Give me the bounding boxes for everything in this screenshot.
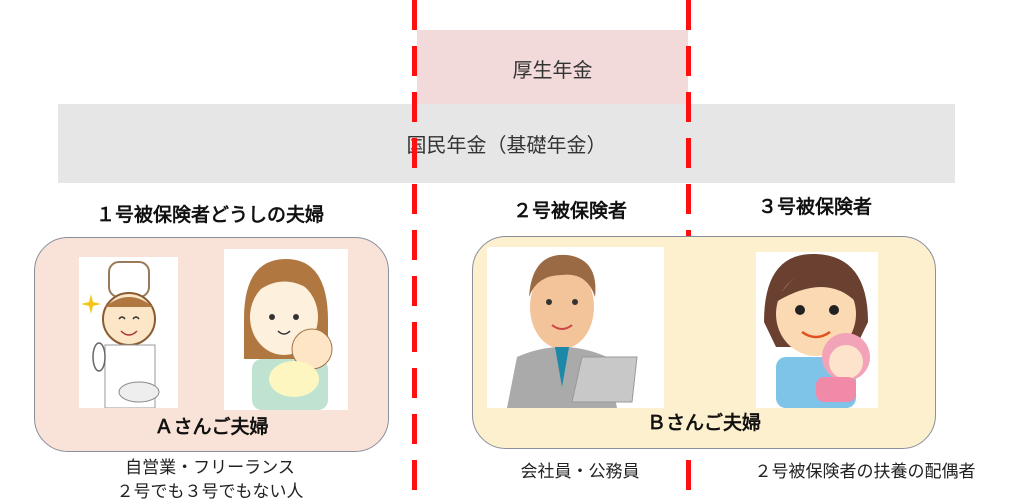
category-first-title: １号被保険者どうしの夫婦 <box>95 204 324 226</box>
mother-with-infant-illustration <box>756 252 878 408</box>
kosei-nenkin-band: 厚生年金 <box>417 30 688 106</box>
second-note: 会社員・公務員 <box>520 462 640 482</box>
category-third-title: ３号被保険者 <box>757 196 872 218</box>
kokumin-nenkin-band: 国民年金（基礎年金） <box>58 104 955 183</box>
first-note-line1: 自営業・フリーランス <box>125 458 295 478</box>
kokumin-nenkin-label: 国民年金（基礎年金） <box>406 133 607 157</box>
couple-a-label: Ａさんご夫婦 <box>154 416 269 438</box>
office-worker-illustration <box>487 247 664 408</box>
kosei-nenkin-label: 厚生年金 <box>512 57 593 82</box>
third-note: ２号被保険者の扶養の配偶者 <box>754 462 976 482</box>
first-note: 自営業・フリーランス ２号でも３号でもない人 <box>60 456 360 504</box>
couple-b-label: Ｂさんご夫婦 <box>646 412 761 434</box>
category-second-title: ２号被保険者 <box>512 200 627 222</box>
chef-illustration <box>79 257 178 408</box>
divider-line-left <box>412 0 417 504</box>
first-note-line2: ２号でも３号でもない人 <box>116 482 304 502</box>
mother-with-baby-illustration <box>224 249 348 410</box>
